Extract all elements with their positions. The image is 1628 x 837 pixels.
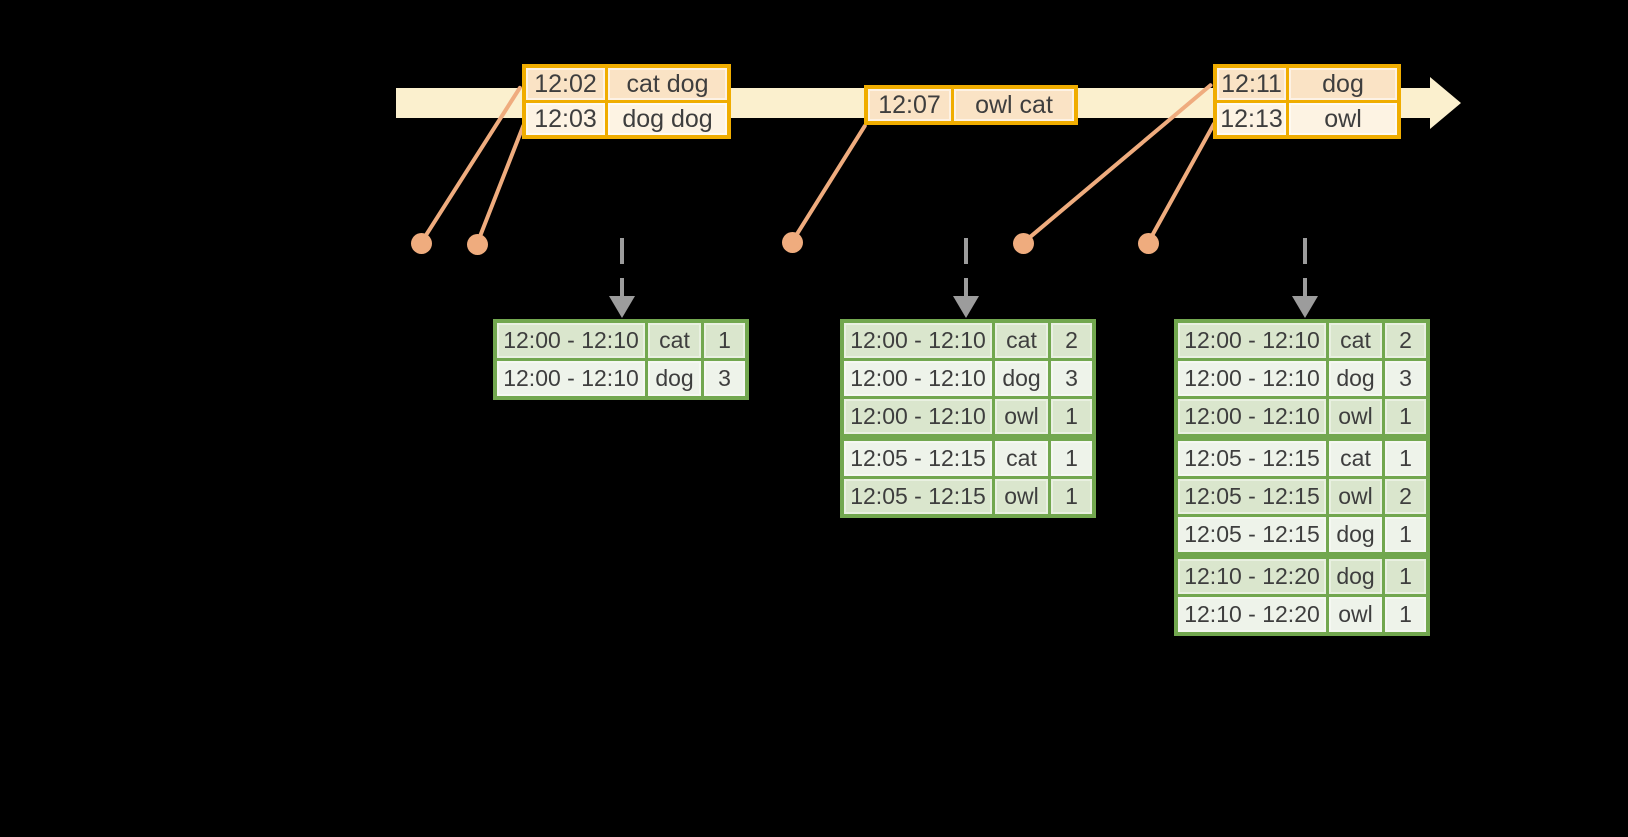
result-window-cell: 12:05 - 12:15 — [844, 476, 992, 514]
trigger-arrow-line — [964, 238, 968, 298]
result-window-cell: 12:05 - 12:15 — [1178, 476, 1326, 514]
result-word-cell: cat — [992, 434, 1048, 476]
result-window-cell: 12:05 - 12:15 — [1178, 434, 1326, 476]
event-words-cell: dog dog — [608, 103, 727, 135]
result-word-cell: cat — [645, 323, 701, 358]
event-time-cell: 12:13 — [1217, 103, 1289, 135]
trigger-arrowhead-icon — [609, 296, 635, 318]
event-dot-icon — [466, 233, 488, 255]
event-dot-icon — [410, 232, 432, 254]
result-count-cell: 1 — [1382, 396, 1426, 434]
result-word-cell: owl — [992, 476, 1048, 514]
result-count-cell: 1 — [1048, 396, 1092, 434]
trigger-arrowhead-icon — [1292, 296, 1318, 318]
event-time-cell: 12:02 — [526, 68, 608, 103]
result-window-cell: 12:00 - 12:10 — [1178, 358, 1326, 396]
result-word-cell: owl — [1326, 396, 1382, 434]
result-window-cell: 12:05 - 12:15 — [844, 434, 992, 476]
result-window-cell: 12:10 - 12:20 — [1178, 594, 1326, 632]
result-count-cell: 1 — [701, 323, 745, 358]
result-word-cell: owl — [992, 396, 1048, 434]
result-count-cell: 1 — [1382, 514, 1426, 552]
result-word-cell: dog — [1326, 514, 1382, 552]
connector-line — [790, 122, 868, 244]
result-word-cell: owl — [1326, 594, 1382, 632]
result-window-cell: 12:10 - 12:20 — [1178, 552, 1326, 594]
result-word-cell: owl — [1326, 476, 1382, 514]
result-word-cell: dog — [645, 358, 701, 396]
result-word-cell: dog — [992, 358, 1048, 396]
event-dot-icon — [1137, 232, 1159, 254]
result-count-cell: 1 — [1048, 434, 1092, 476]
event-dot-icon — [781, 231, 803, 253]
result-word-cell: cat — [992, 323, 1048, 358]
trigger-arrowhead-icon — [953, 296, 979, 318]
result-window-cell: 12:00 - 12:10 — [497, 323, 645, 358]
result-window-cell: 12:00 - 12:10 — [1178, 323, 1326, 358]
event-dot-icon — [1012, 232, 1034, 254]
result-window-cell: 12:00 - 12:10 — [1178, 396, 1326, 434]
result-window-cell: 12:00 - 12:10 — [497, 358, 645, 396]
result-window-cell: 12:00 - 12:10 — [844, 358, 992, 396]
result-count-cell: 1 — [1382, 552, 1426, 594]
result-window-cell: 12:00 - 12:10 — [844, 323, 992, 358]
result-word-cell: dog — [1326, 552, 1382, 594]
result-window-cell: 12:00 - 12:10 — [844, 396, 992, 434]
result-count-cell: 3 — [701, 358, 745, 396]
event-words-cell: owl — [1289, 103, 1397, 135]
event-words-cell: dog — [1289, 68, 1397, 103]
result-word-cell: cat — [1326, 323, 1382, 358]
result-window-cell: 12:05 - 12:15 — [1178, 514, 1326, 552]
result-count-cell: 1 — [1382, 594, 1426, 632]
result-count-cell: 2 — [1382, 476, 1426, 514]
event-time-cell: 12:07 — [868, 89, 954, 121]
result-count-cell: 2 — [1048, 323, 1092, 358]
trigger-arrow-line — [620, 238, 624, 298]
result-count-cell: 1 — [1382, 434, 1426, 476]
result-count-cell: 3 — [1382, 358, 1426, 396]
timeline-arrowhead-icon — [1430, 77, 1461, 129]
result-count-cell: 3 — [1048, 358, 1092, 396]
result-word-cell: cat — [1326, 434, 1382, 476]
result-count-cell: 2 — [1382, 323, 1426, 358]
connector-line — [1146, 121, 1217, 244]
event-time-cell: 12:03 — [526, 103, 608, 135]
event-words-cell: cat dog — [608, 68, 727, 103]
result-word-cell: dog — [1326, 358, 1382, 396]
event-time-cell: 12:11 — [1217, 68, 1289, 103]
result-count-cell: 1 — [1048, 476, 1092, 514]
trigger-arrow-line — [1303, 238, 1307, 298]
event-words-cell: owl cat — [954, 89, 1074, 121]
